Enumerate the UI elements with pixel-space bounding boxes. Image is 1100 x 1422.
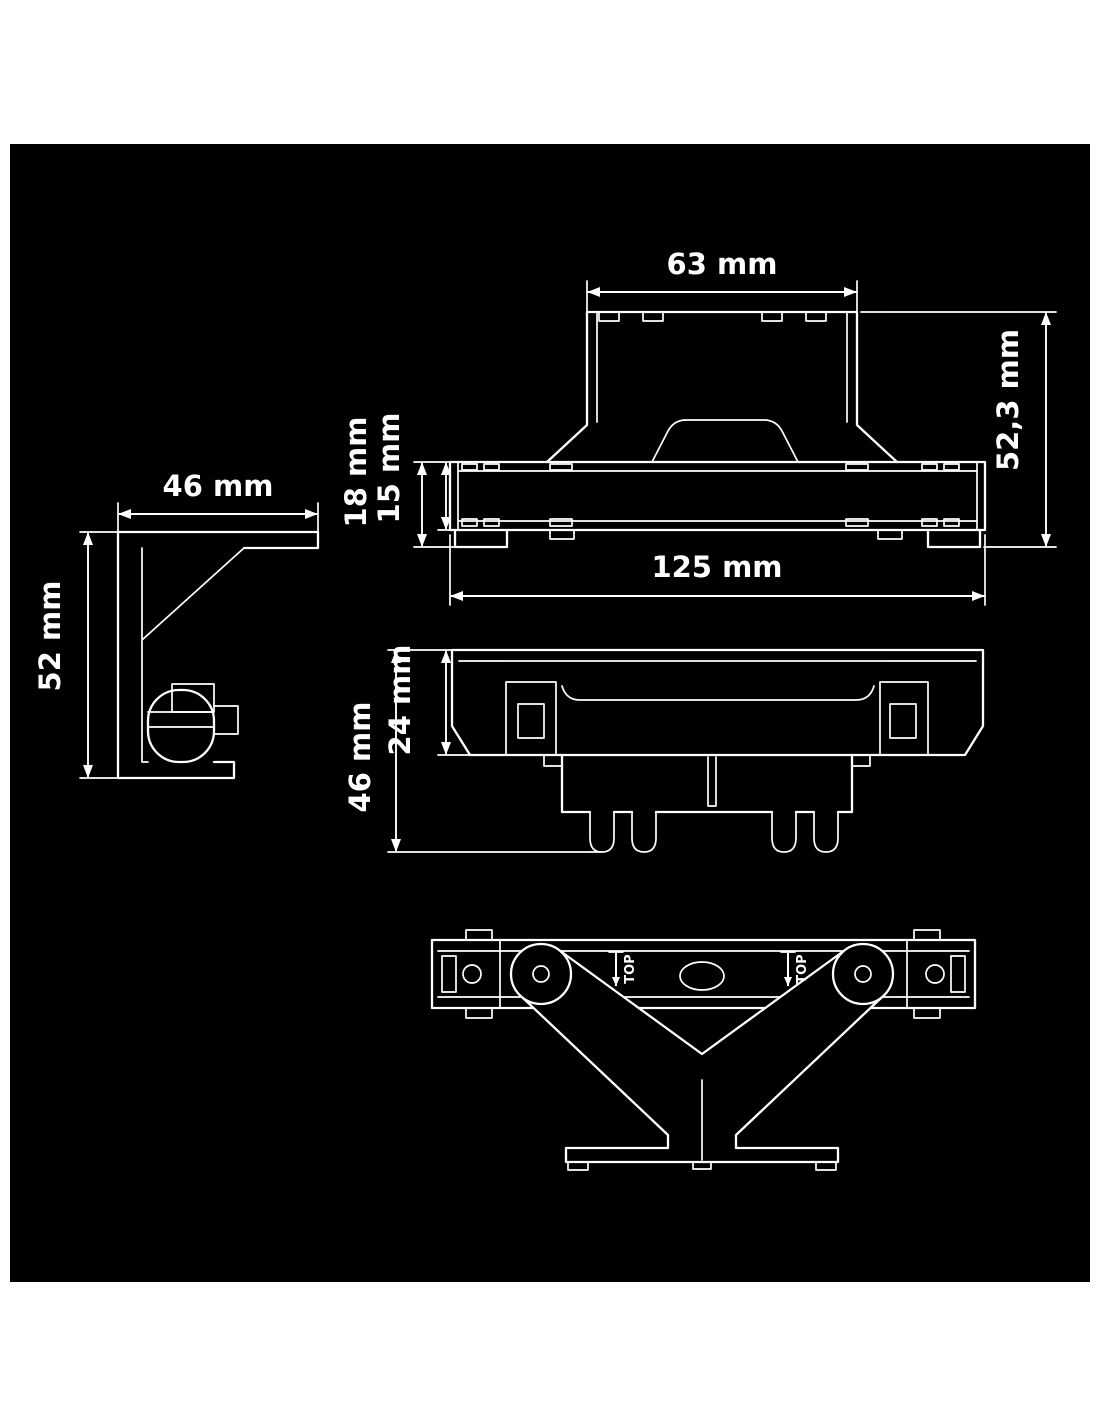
plan-right-latch <box>879 681 929 756</box>
front-upper-body-outline <box>545 310 899 464</box>
rear-rail-tabs <box>465 929 941 1019</box>
rear-v-bracket <box>521 948 883 1164</box>
rear-base-feet <box>567 1161 837 1171</box>
front-bottom-width-label: 125 mm <box>651 550 782 584</box>
plan-center-channel <box>561 685 875 701</box>
plan-view: 24 mm 46 mm <box>343 645 985 853</box>
front-view: 63 mm 52,3 mm 15 mm 18 mm 125 mm <box>339 247 1057 606</box>
front-rail-inner-lines <box>457 461 978 531</box>
rear-left-end-detail <box>441 955 457 993</box>
rear-left-pivot-hole <box>532 965 550 983</box>
top-marking-left: TOP <box>623 954 638 983</box>
rear-right-pivot <box>831 942 895 1006</box>
plan-lower-extension <box>560 753 854 814</box>
plan-pins <box>589 811 839 853</box>
rear-view: TOP TOP <box>430 929 977 1171</box>
side-clamp-knob <box>146 688 216 764</box>
plan-left-latch <box>505 681 557 756</box>
drawing-background <box>10 144 1090 1282</box>
front-center-hump <box>651 419 799 463</box>
side-bracket-inner-lines <box>141 547 245 763</box>
rear-left-hole <box>462 964 482 984</box>
rear-right-end-detail <box>950 955 966 993</box>
side-width-label: 46 mm <box>163 469 274 503</box>
front-top-width-label: 63 mm <box>667 247 778 281</box>
plan-body-outline <box>450 648 985 757</box>
side-screw-tip <box>213 705 239 735</box>
rear-left-pivot <box>509 942 573 1006</box>
front-rail-texture <box>461 463 960 527</box>
plan-inner-height-label: 24 mm <box>383 645 417 756</box>
front-inner-walls <box>596 311 848 423</box>
rear-rail-outline <box>430 938 977 1010</box>
plan-center-pin <box>707 756 717 807</box>
front-rail-outer-height-label: 18 mm <box>339 417 373 528</box>
plan-outer-height-label: 46 mm <box>343 702 377 813</box>
front-height-label: 52,3 mm <box>991 329 1025 471</box>
side-view: 46 mm 52 mm <box>33 469 320 780</box>
side-knob-block <box>171 683 215 713</box>
top-marking-right: TOP <box>795 954 810 983</box>
rear-right-hole <box>925 964 945 984</box>
rear-right-pivot-hole <box>854 965 872 983</box>
rear-rail-inner-lines <box>437 939 970 1009</box>
side-bracket-outline <box>116 530 320 780</box>
front-rail-inner-height-label: 15 mm <box>372 413 406 524</box>
front-top-slots <box>598 311 827 322</box>
side-height-label: 52 mm <box>33 581 67 692</box>
front-feet <box>453 528 982 549</box>
rear-oval-slot <box>679 961 725 991</box>
plan-side-tabs <box>543 754 871 767</box>
front-bottom-tabs <box>549 529 903 540</box>
